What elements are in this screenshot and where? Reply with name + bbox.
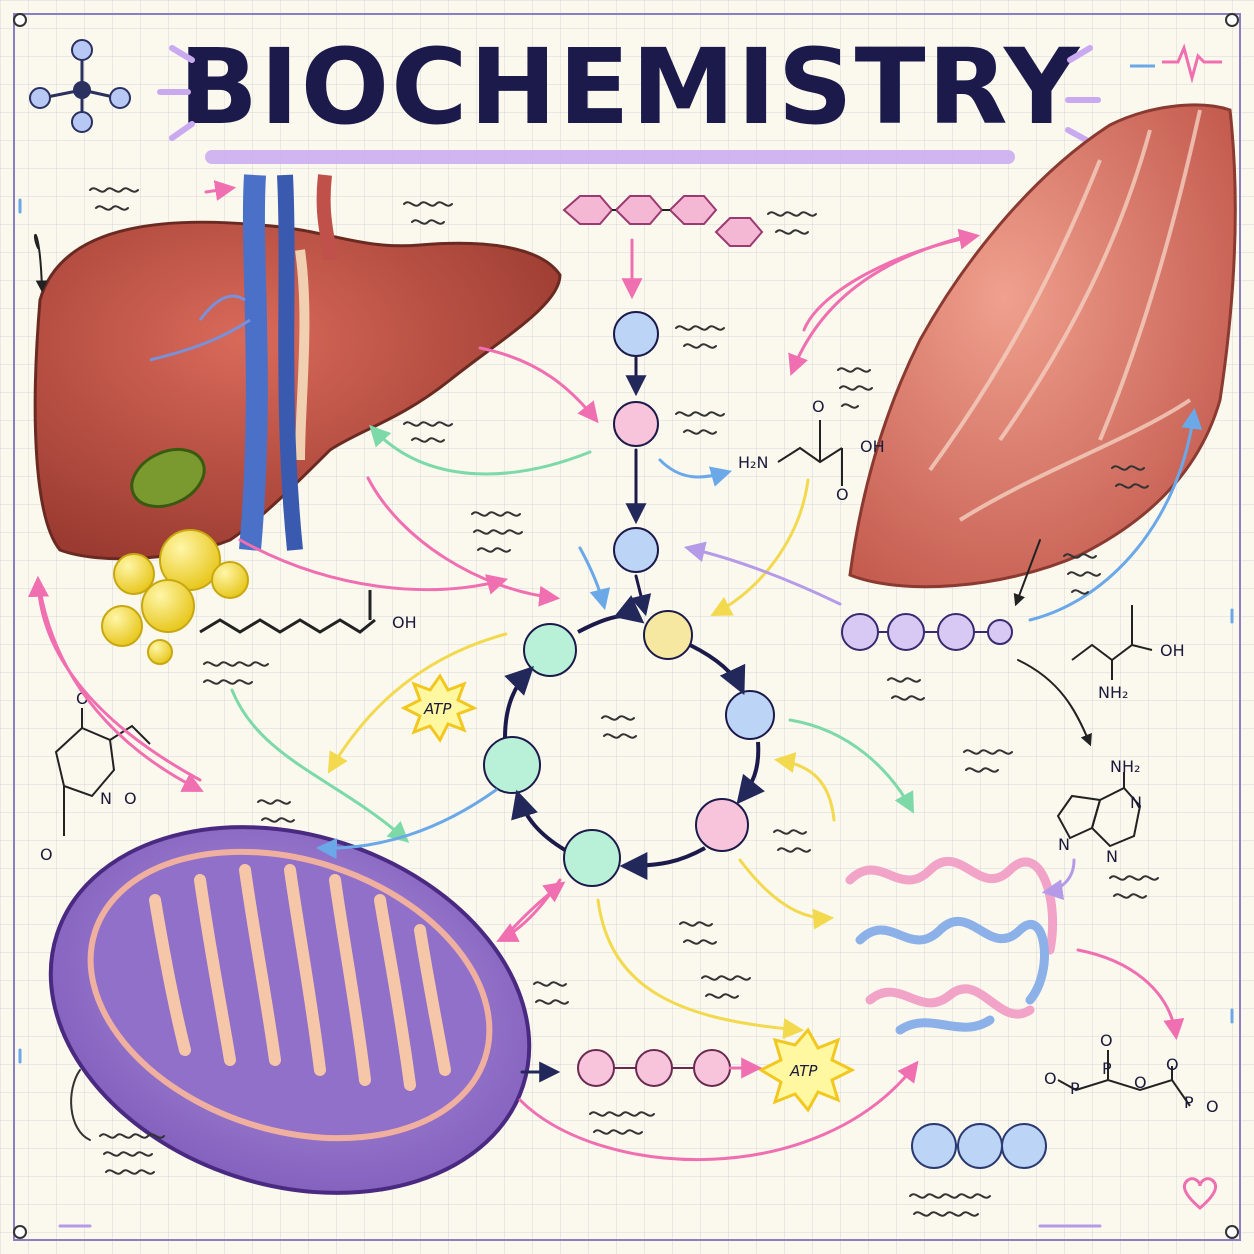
cycle-node-6 <box>483 736 541 794</box>
fatty-acid-oh-label: OH <box>392 613 417 632</box>
lactone-n-label: N <box>100 789 112 808</box>
frame-border <box>13 13 1241 1241</box>
cycle-arrows <box>503 595 765 880</box>
keto-o2-label: O <box>836 485 849 504</box>
adenine-structure: NH₂ N N N <box>1056 757 1142 866</box>
heartbeat-icon <box>1130 43 1222 84</box>
adenine-nh2-label: NH₂ <box>1110 757 1140 776</box>
lactone-o2-label: O <box>40 845 53 864</box>
fat-droplets <box>101 529 249 665</box>
phos-p3-label: P <box>1184 1093 1194 1112</box>
amino-acid-structure: H₂N O O OH <box>738 397 885 504</box>
handwritten-notes <box>70 187 1159 1217</box>
title-sparkles <box>157 45 1101 145</box>
protein-illustration <box>845 856 1058 1035</box>
phos-p2-label: P <box>1102 1059 1112 1078</box>
page-title: BIOCHEMISTRY <box>178 26 1082 148</box>
title-underline <box>205 150 1015 164</box>
cycle-ring <box>483 610 775 887</box>
mitochondrion-illustration <box>48 825 532 1195</box>
cycle-node-2 <box>643 610 693 660</box>
peptide-chain-blue <box>911 1123 1047 1169</box>
phos-p1-label: P <box>1070 1079 1080 1098</box>
atp-label-cycle: ATP <box>423 700 452 718</box>
edge-marks <box>18 198 1234 1228</box>
cycle-node-1 <box>523 623 577 677</box>
fatty-acid-structure: OH <box>199 590 417 634</box>
atp-badge-chain: ATP <box>757 1027 856 1113</box>
muscle-illustration <box>848 103 1237 589</box>
peptide-chain-purple <box>841 613 1013 651</box>
adenine-n3-label: N <box>1058 835 1070 854</box>
phos-o1-label: O <box>1044 1069 1057 1088</box>
phosphate-structure: O P P O O O P O <box>1044 1031 1219 1116</box>
heart-icon <box>1183 1177 1217 1210</box>
cycle-node-5 <box>563 829 621 887</box>
phos-o2-label: O <box>1100 1031 1113 1050</box>
phos-o4-label: O <box>1166 1055 1179 1074</box>
amine-structure: OH NH₂ <box>1071 605 1185 702</box>
adenine-n2-label: N <box>1106 847 1118 866</box>
phos-o5-label: O <box>1206 1097 1219 1116</box>
pathway-arrows <box>27 180 1203 1162</box>
amino-h2n-label: H₂N <box>738 453 768 472</box>
adenine-n1-label: N <box>1130 793 1142 812</box>
amine-nh2-label: NH₂ <box>1098 683 1128 702</box>
pathway-nodes <box>613 311 659 573</box>
molecule-icon <box>29 39 131 133</box>
glycogen-chain <box>562 195 764 247</box>
amine-oh-label: OH <box>1160 641 1185 660</box>
peptide-chain-pink <box>577 1049 731 1087</box>
cycle-node-3 <box>725 690 775 740</box>
phos-o3-label: O <box>1134 1073 1147 1092</box>
lactone-structure: O N O O <box>40 689 151 864</box>
lactone-no-label: O <box>124 789 137 808</box>
amino-oh-label: OH <box>860 437 885 456</box>
cycle-node-4 <box>695 798 749 852</box>
atp-badge-cycle: ATP <box>400 673 478 743</box>
atp-label-chain: ATP <box>789 1062 818 1080</box>
liver-illustration <box>33 174 562 561</box>
keto-o1-label: O <box>812 397 825 416</box>
